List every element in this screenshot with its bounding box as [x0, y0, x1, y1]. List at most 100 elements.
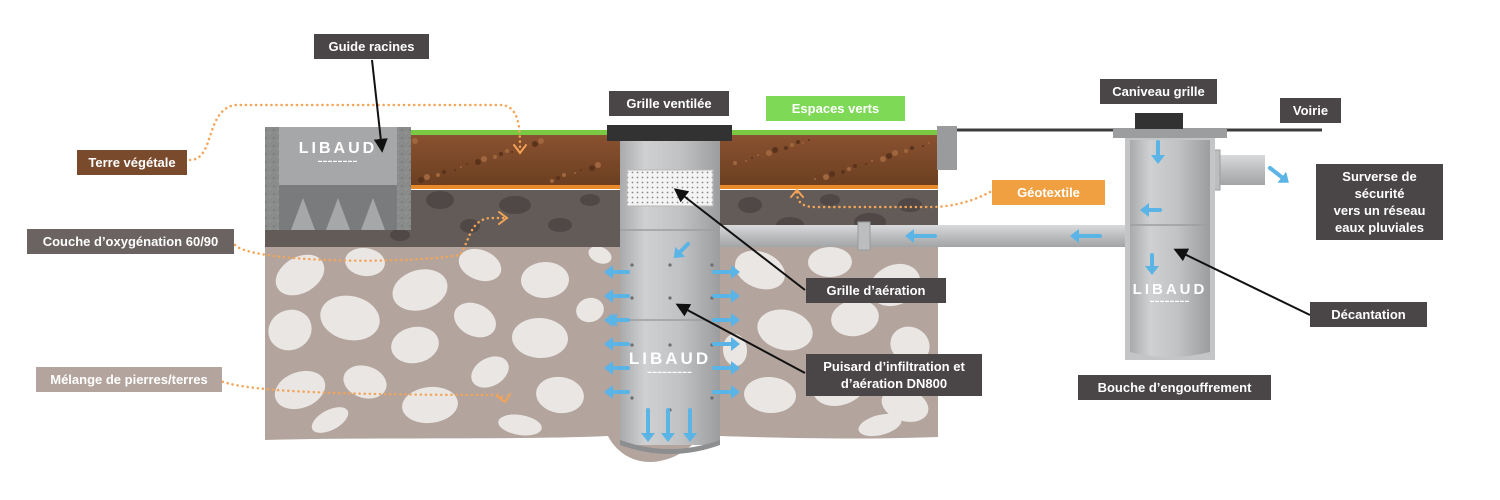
soil-speck: [865, 163, 867, 165]
soil-speck: [766, 150, 772, 156]
soil-speck: [910, 146, 914, 150]
soil-speck: [880, 156, 886, 162]
soil-speck: [829, 171, 835, 177]
leader-melange: [216, 378, 507, 402]
soil-speck: [412, 138, 418, 144]
soil-speck: [841, 170, 845, 174]
water-arrow-stub: [606, 313, 617, 327]
soil-speck: [505, 149, 509, 153]
label-couche-oxygenation: Couche d’oxygénation 60/90: [27, 229, 234, 254]
basin-logo: LIBAUD: [1133, 281, 1208, 298]
perforation-dot: [710, 396, 714, 400]
perforation-dot: [668, 263, 672, 267]
soil-speck: [481, 156, 487, 162]
perforation-dot: [630, 343, 634, 347]
stone: [881, 388, 929, 422]
root-guide-logo-sub: ▬▬▬▬▬▬▬▬: [318, 158, 358, 163]
label-grille-aeration: Grille d’aération: [806, 278, 946, 303]
soil-speck: [892, 150, 898, 156]
stone: [454, 302, 496, 338]
water-arrow-pipe-1: [905, 229, 937, 243]
stone: [858, 413, 902, 437]
label-puisard: Puisard d’infiltration et d’aération DN8…: [806, 354, 982, 396]
label-surverse-line1: Surverse de sécurité: [1342, 169, 1417, 201]
water-arrow-basin-pipe: [1140, 203, 1162, 217]
pebble: [738, 197, 762, 213]
stone: [498, 414, 542, 436]
soil-speck: [784, 146, 788, 150]
water-arrow-down: [641, 408, 655, 442]
soil-speck: [454, 169, 456, 171]
perforation-dot: [668, 343, 672, 347]
stone: [757, 309, 813, 351]
soil-speck: [928, 142, 930, 144]
soil-speck: [823, 174, 829, 180]
stone: [744, 376, 796, 414]
stone: [391, 326, 439, 364]
label-surverse: Surverse de sécurité vers un réseau eaux…: [1316, 164, 1443, 240]
label-puisard-line1: Puisard d’infiltration et: [823, 359, 965, 374]
label-bouche: Bouche d’engouffrement: [1078, 375, 1271, 400]
aeration-grille: [626, 169, 714, 207]
soil-speck: [886, 153, 892, 159]
label-grille-ventilee: Grille ventilée: [609, 91, 729, 116]
pointer-decantation: [1173, 248, 1311, 316]
water-arrow-left: [604, 289, 630, 303]
soil-speck: [460, 166, 462, 168]
stone: [402, 386, 458, 424]
soil-speck: [538, 138, 544, 144]
label-surverse-line3: eaux pluviales: [1335, 220, 1424, 235]
basin-logo-sub: ▬▬▬▬▬▬▬▬: [1150, 298, 1190, 303]
water-arrow-into-well: [673, 242, 690, 259]
water-arrow-down: [683, 408, 697, 442]
stone: [458, 248, 502, 282]
soil-speck: [493, 155, 497, 159]
soil-speck: [550, 179, 554, 183]
label-espaces-verts: Espaces verts: [766, 96, 905, 121]
pebble: [460, 219, 480, 233]
perforation-dot: [710, 263, 714, 267]
water-arrow-pipe-2: [1070, 229, 1102, 243]
label-caniveau-grille: Caniveau grille: [1100, 79, 1217, 104]
stone: [343, 365, 387, 399]
water-arrow-right: [712, 313, 740, 327]
water-arrow-left: [604, 265, 630, 279]
water-arrow-right: [712, 289, 740, 303]
label-terre-vegetale: Terre végétale: [77, 150, 187, 175]
dotted-leaders: [188, 103, 992, 402]
perforation-dot: [630, 263, 634, 267]
soil-speck: [424, 174, 430, 180]
water-arrow-down: [661, 408, 675, 442]
perforation-dot: [630, 396, 634, 400]
soil-speck: [595, 162, 601, 168]
soil-speck: [532, 141, 538, 147]
soil-speck: [922, 145, 924, 147]
leader-terre-vegetale: [188, 103, 522, 162]
soil-speck: [808, 139, 810, 141]
soil-speck: [574, 172, 576, 174]
soil-speck: [442, 170, 446, 174]
label-melange: Mélange de pierres/terres: [36, 367, 222, 392]
root-guide-logo: LIBAUD: [299, 140, 377, 157]
pebble: [548, 218, 572, 232]
well-logo: LIBAUD: [629, 349, 711, 368]
soil-speck: [499, 152, 503, 156]
perforation-dot: [630, 296, 634, 300]
stone: [311, 407, 349, 433]
label-guide-racines: Guide racines: [314, 34, 429, 59]
soil-speck: [802, 142, 804, 144]
well-logo-sub: ▬▬▬▬▬▬▬▬▬: [648, 369, 693, 374]
catch-basin: LIBAUD ▬▬▬▬▬▬▬▬: [1113, 113, 1227, 360]
soil-speck: [751, 157, 753, 159]
water-arrow-right: [712, 361, 740, 375]
pebble: [499, 196, 531, 214]
overflow-pipe: [1207, 149, 1265, 191]
ventilated-grid-cap: [607, 125, 732, 141]
stone: [392, 269, 448, 311]
stone: [831, 299, 879, 337]
stone: [274, 370, 326, 410]
pebble: [580, 194, 600, 206]
label-voirie: Voirie: [1280, 98, 1341, 123]
soil-speck: [418, 177, 424, 183]
leader-couche-oxygenation: [233, 216, 507, 262]
